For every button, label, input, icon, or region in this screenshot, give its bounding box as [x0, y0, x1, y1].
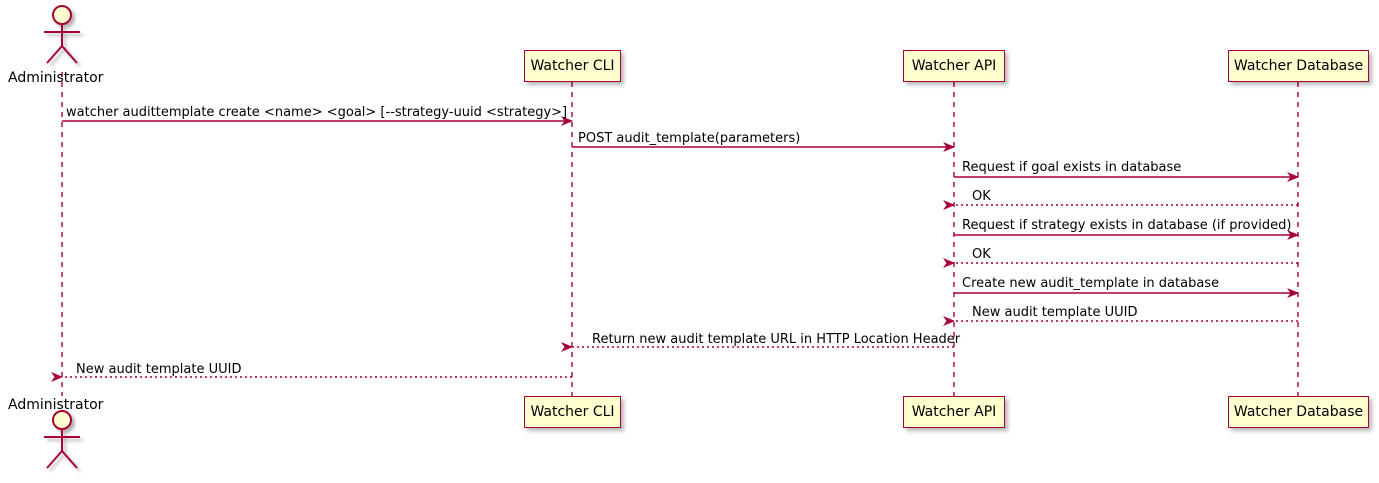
participant-label-watcher-api-top: Watcher API — [911, 58, 997, 74]
actor-figure-administrator-bottom — [44, 410, 80, 469]
actor-label-administrator-top: Administrator — [8, 70, 104, 86]
message-label-4: OK — [972, 189, 991, 204]
participant-box-watcher-database-top[interactable]: Watcher Database — [1228, 50, 1369, 82]
actor-label-administrator-bottom: Administrator — [8, 397, 104, 413]
participant-label-watcher-database-bottom: Watcher Database — [1233, 404, 1364, 420]
participant-box-watcher-cli-bottom[interactable]: Watcher CLI — [524, 396, 621, 428]
message-arrows-group — [51, 116, 1299, 382]
message-label-10: New audit template UUID — [76, 362, 242, 377]
participant-label-watcher-database-top: Watcher Database — [1233, 58, 1364, 74]
message-label-2: POST audit_template(parameters) — [578, 131, 801, 146]
message-label-5: Request if strategy exists in database (… — [962, 218, 1292, 233]
message-label-1: watcher audittemplate create <name> <goa… — [66, 105, 568, 120]
message-label-8: New audit template UUID — [972, 305, 1138, 320]
message-label-7: Create new audit_template in database — [962, 276, 1220, 291]
message-label-9: Return new audit template URL in HTTP Lo… — [592, 332, 961, 347]
participant-box-watcher-cli-top[interactable]: Watcher CLI — [524, 50, 621, 82]
participant-box-watcher-api-top[interactable]: Watcher API — [903, 50, 1005, 82]
participant-label-watcher-api-bottom: Watcher API — [911, 404, 997, 420]
participant-box-watcher-api-bottom[interactable]: Watcher API — [903, 396, 1005, 428]
participant-label-watcher-cli-bottom: Watcher CLI — [530, 404, 615, 420]
actor-figure-administrator-top — [44, 5, 80, 64]
message-label-6: OK — [972, 247, 991, 262]
participant-box-watcher-database-bottom[interactable]: Watcher Database — [1228, 396, 1369, 428]
message-label-3: Request if goal exists in database — [962, 160, 1182, 175]
participant-label-watcher-cli-top: Watcher CLI — [530, 58, 615, 74]
